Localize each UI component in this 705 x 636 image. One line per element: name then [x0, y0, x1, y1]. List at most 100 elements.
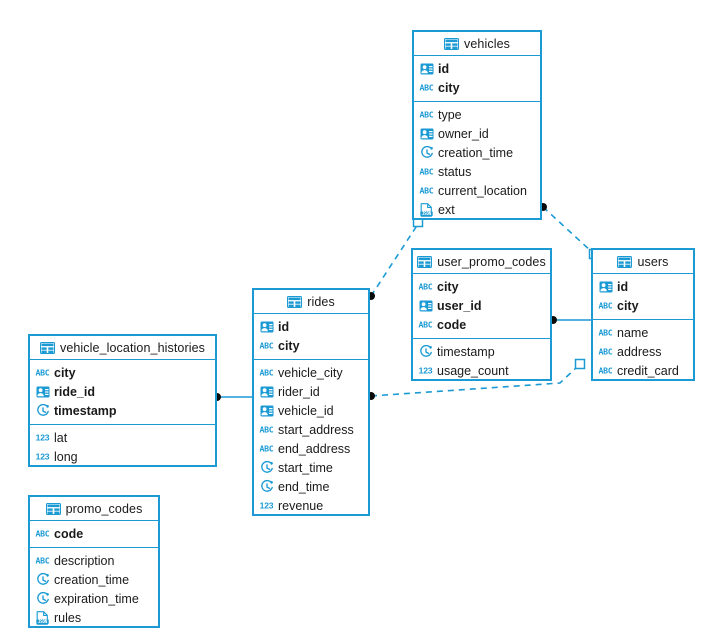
abc-text-icon: ABC — [598, 344, 613, 359]
field-user_promo_codes-timestamp[interactable]: timestamp — [413, 342, 550, 361]
field-user_promo_codes-user_id[interactable]: user_id — [413, 296, 550, 315]
field-promo_codes-creation_time[interactable]: creation_time — [30, 570, 158, 589]
abc-text-icon: ABC — [35, 365, 50, 380]
field-rides-rider_id[interactable]: rider_id — [254, 382, 368, 401]
table-name-promo_codes: promo_codes — [65, 501, 143, 516]
table-header-vehicles[interactable]: vehicles — [414, 32, 540, 56]
key-id-icon — [259, 403, 274, 418]
svg-text:ABC: ABC — [599, 366, 613, 376]
key-id-icon — [598, 279, 613, 294]
key-id-icon — [419, 126, 434, 141]
svg-text:ABC: ABC — [260, 444, 274, 454]
json-icon: JSON — [419, 202, 434, 217]
abc-text-icon: ABC — [419, 164, 434, 179]
key-id-icon — [35, 384, 50, 399]
field-rides-vehicle_id[interactable]: vehicle_id — [254, 401, 368, 420]
field-label: user_id — [437, 298, 482, 313]
abc-text-icon: ABC — [259, 365, 274, 380]
field-label: creation_time — [54, 572, 130, 587]
table-header-user_promo_codes[interactable]: user_promo_codes — [413, 250, 550, 274]
abc-text-icon: ABC — [35, 526, 50, 541]
field-label: long — [54, 449, 78, 464]
field-label: city — [437, 279, 459, 294]
field-vehicle_location_histories-timestamp[interactable]: timestamp — [30, 401, 215, 420]
table-header-vehicle_location_histories[interactable]: vehicle_location_histories — [30, 336, 215, 360]
key-id-icon — [418, 298, 433, 313]
svg-text:ABC: ABC — [599, 347, 613, 357]
field-label: address — [617, 344, 662, 359]
svg-text:JSON: JSON — [38, 619, 48, 624]
clock-icon — [35, 403, 50, 418]
table-header-users[interactable]: users — [593, 250, 693, 274]
field-vehicles-creation_time[interactable]: creation_time — [414, 143, 540, 162]
field-rides-end_time[interactable]: end_time — [254, 477, 368, 496]
key-id-icon — [259, 319, 274, 334]
table-icon — [617, 255, 633, 268]
field-vehicle_location_histories-lat[interactable]: 123 lat — [30, 428, 215, 447]
field-promo_codes-expiration_time[interactable]: expiration_time — [30, 589, 158, 608]
field-label: start_time — [278, 460, 333, 475]
svg-text:ABC: ABC — [599, 301, 613, 311]
field-label: vehicle_id — [278, 403, 334, 418]
field-rides-start_time[interactable]: start_time — [254, 458, 368, 477]
table-header-promo_codes[interactable]: promo_codes — [30, 497, 158, 521]
field-vehicles-id[interactable]: id — [414, 59, 540, 78]
key-id-icon — [259, 384, 274, 399]
field-label: timestamp — [437, 344, 495, 359]
clock-icon — [418, 344, 433, 359]
table-icon — [287, 295, 303, 308]
relationship-user_promo_codes-to-users[interactable] — [549, 316, 591, 324]
abc-text-icon: ABC — [35, 553, 50, 568]
table-name-users: users — [637, 254, 669, 269]
clock-icon — [35, 591, 50, 606]
table-icon — [39, 341, 55, 354]
svg-text:123: 123 — [36, 433, 50, 443]
field-label: current_location — [438, 183, 527, 198]
field-vehicle_location_histories-ride_id[interactable]: ride_id — [30, 382, 215, 401]
field-label: lat — [54, 430, 68, 445]
json-icon: JSON — [35, 610, 50, 625]
relationship-vehicle_location_histories-to-rides[interactable] — [213, 393, 252, 401]
table-header-rides[interactable]: rides — [254, 290, 368, 314]
field-users-address[interactable]: ABC address — [593, 342, 693, 361]
field-vehicles-owner_id[interactable]: owner_id — [414, 124, 540, 143]
abc-text-icon: ABC — [259, 441, 274, 456]
field-users-id[interactable]: id — [593, 277, 693, 296]
field-label: timestamp — [54, 403, 117, 418]
svg-text:ABC: ABC — [419, 320, 433, 330]
abc-text-icon: ABC — [259, 338, 274, 353]
field-rides-id[interactable]: id — [254, 317, 368, 336]
field-label: rider_id — [278, 384, 320, 399]
